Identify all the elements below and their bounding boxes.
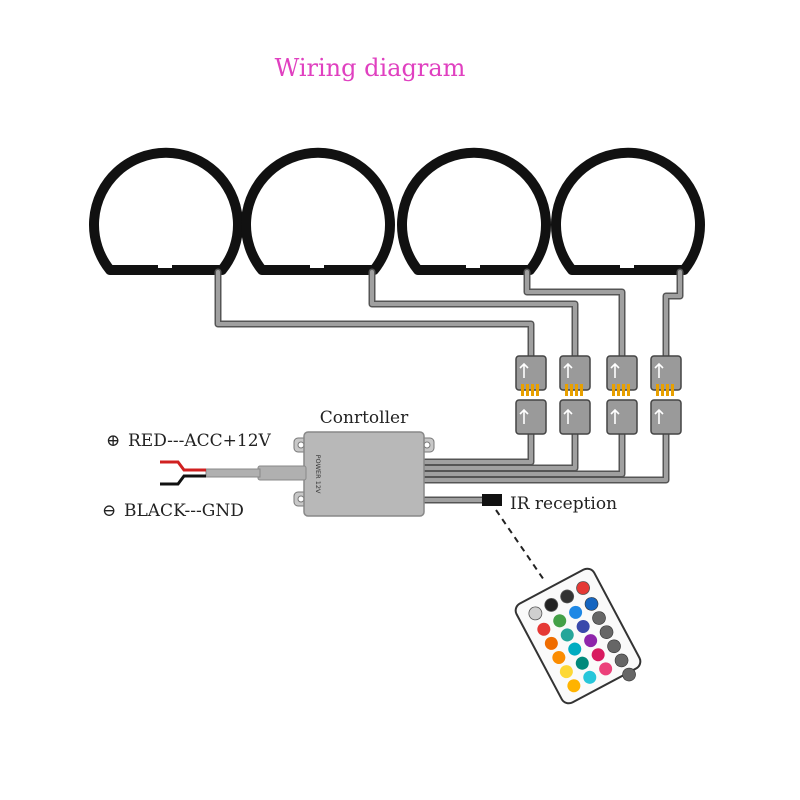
halo-ring-1: [89, 147, 243, 275]
connector-4: [650, 355, 682, 435]
diagram-title: Wiring diagram: [275, 54, 466, 82]
remote-color-button: [591, 648, 605, 662]
remote-color-button: [544, 636, 558, 650]
halo-ring-4: [551, 147, 705, 275]
halo-ring-3: [397, 147, 551, 275]
ir-receiver: [482, 494, 502, 506]
remote-function-button: [622, 667, 636, 682]
black-wire-label: BLACK---GND: [124, 501, 244, 521]
remote-color-button: [559, 665, 573, 679]
power-lead: [160, 460, 307, 486]
halo-ring-2: [241, 147, 395, 275]
controller-output-wires: [421, 428, 670, 504]
connector-3: [606, 355, 638, 435]
remote-color-button: [584, 634, 598, 648]
halo-rings: [89, 147, 705, 275]
connectors: [515, 355, 682, 435]
remote-control-button: [528, 606, 543, 621]
remote-color-button: [568, 642, 582, 656]
minus-symbol: ⊖: [102, 501, 116, 521]
connector-2: [559, 355, 591, 435]
remote-color-button: [569, 605, 583, 619]
remote-control-button: [544, 598, 559, 612]
remote-function-button: [584, 597, 599, 611]
connector-1: [515, 355, 547, 435]
controller-side-text: POWER 12V: [314, 455, 322, 494]
remote-color-button: [576, 619, 590, 633]
ir-reception-label: IR reception: [510, 494, 617, 514]
controller-label: Conrtoller: [320, 408, 409, 428]
remote-color-button: [567, 679, 581, 693]
remote-control-button: [576, 581, 590, 595]
remote-function-button: [607, 639, 621, 654]
remote-function-button: [599, 625, 614, 639]
remote-function-button: [614, 653, 629, 668]
remote-control-button: [560, 589, 575, 604]
ring-wires: [214, 268, 684, 362]
remote-color-button: [599, 662, 613, 676]
remote-function-button: [592, 611, 606, 625]
ir-signal-line: [495, 509, 545, 581]
remote-color-button: [560, 628, 574, 642]
remote-color-button: [583, 670, 597, 684]
remote-control: [514, 567, 642, 705]
remote-color-button: [537, 622, 551, 636]
plus-symbol: ⊕: [106, 431, 120, 451]
controller-box: POWER 12V: [293, 431, 435, 517]
remote-color-button: [575, 656, 589, 670]
remote-color-button: [552, 651, 566, 665]
remote-color-button: [553, 614, 567, 628]
red-wire-label: RED---ACC+12V: [128, 431, 272, 451]
